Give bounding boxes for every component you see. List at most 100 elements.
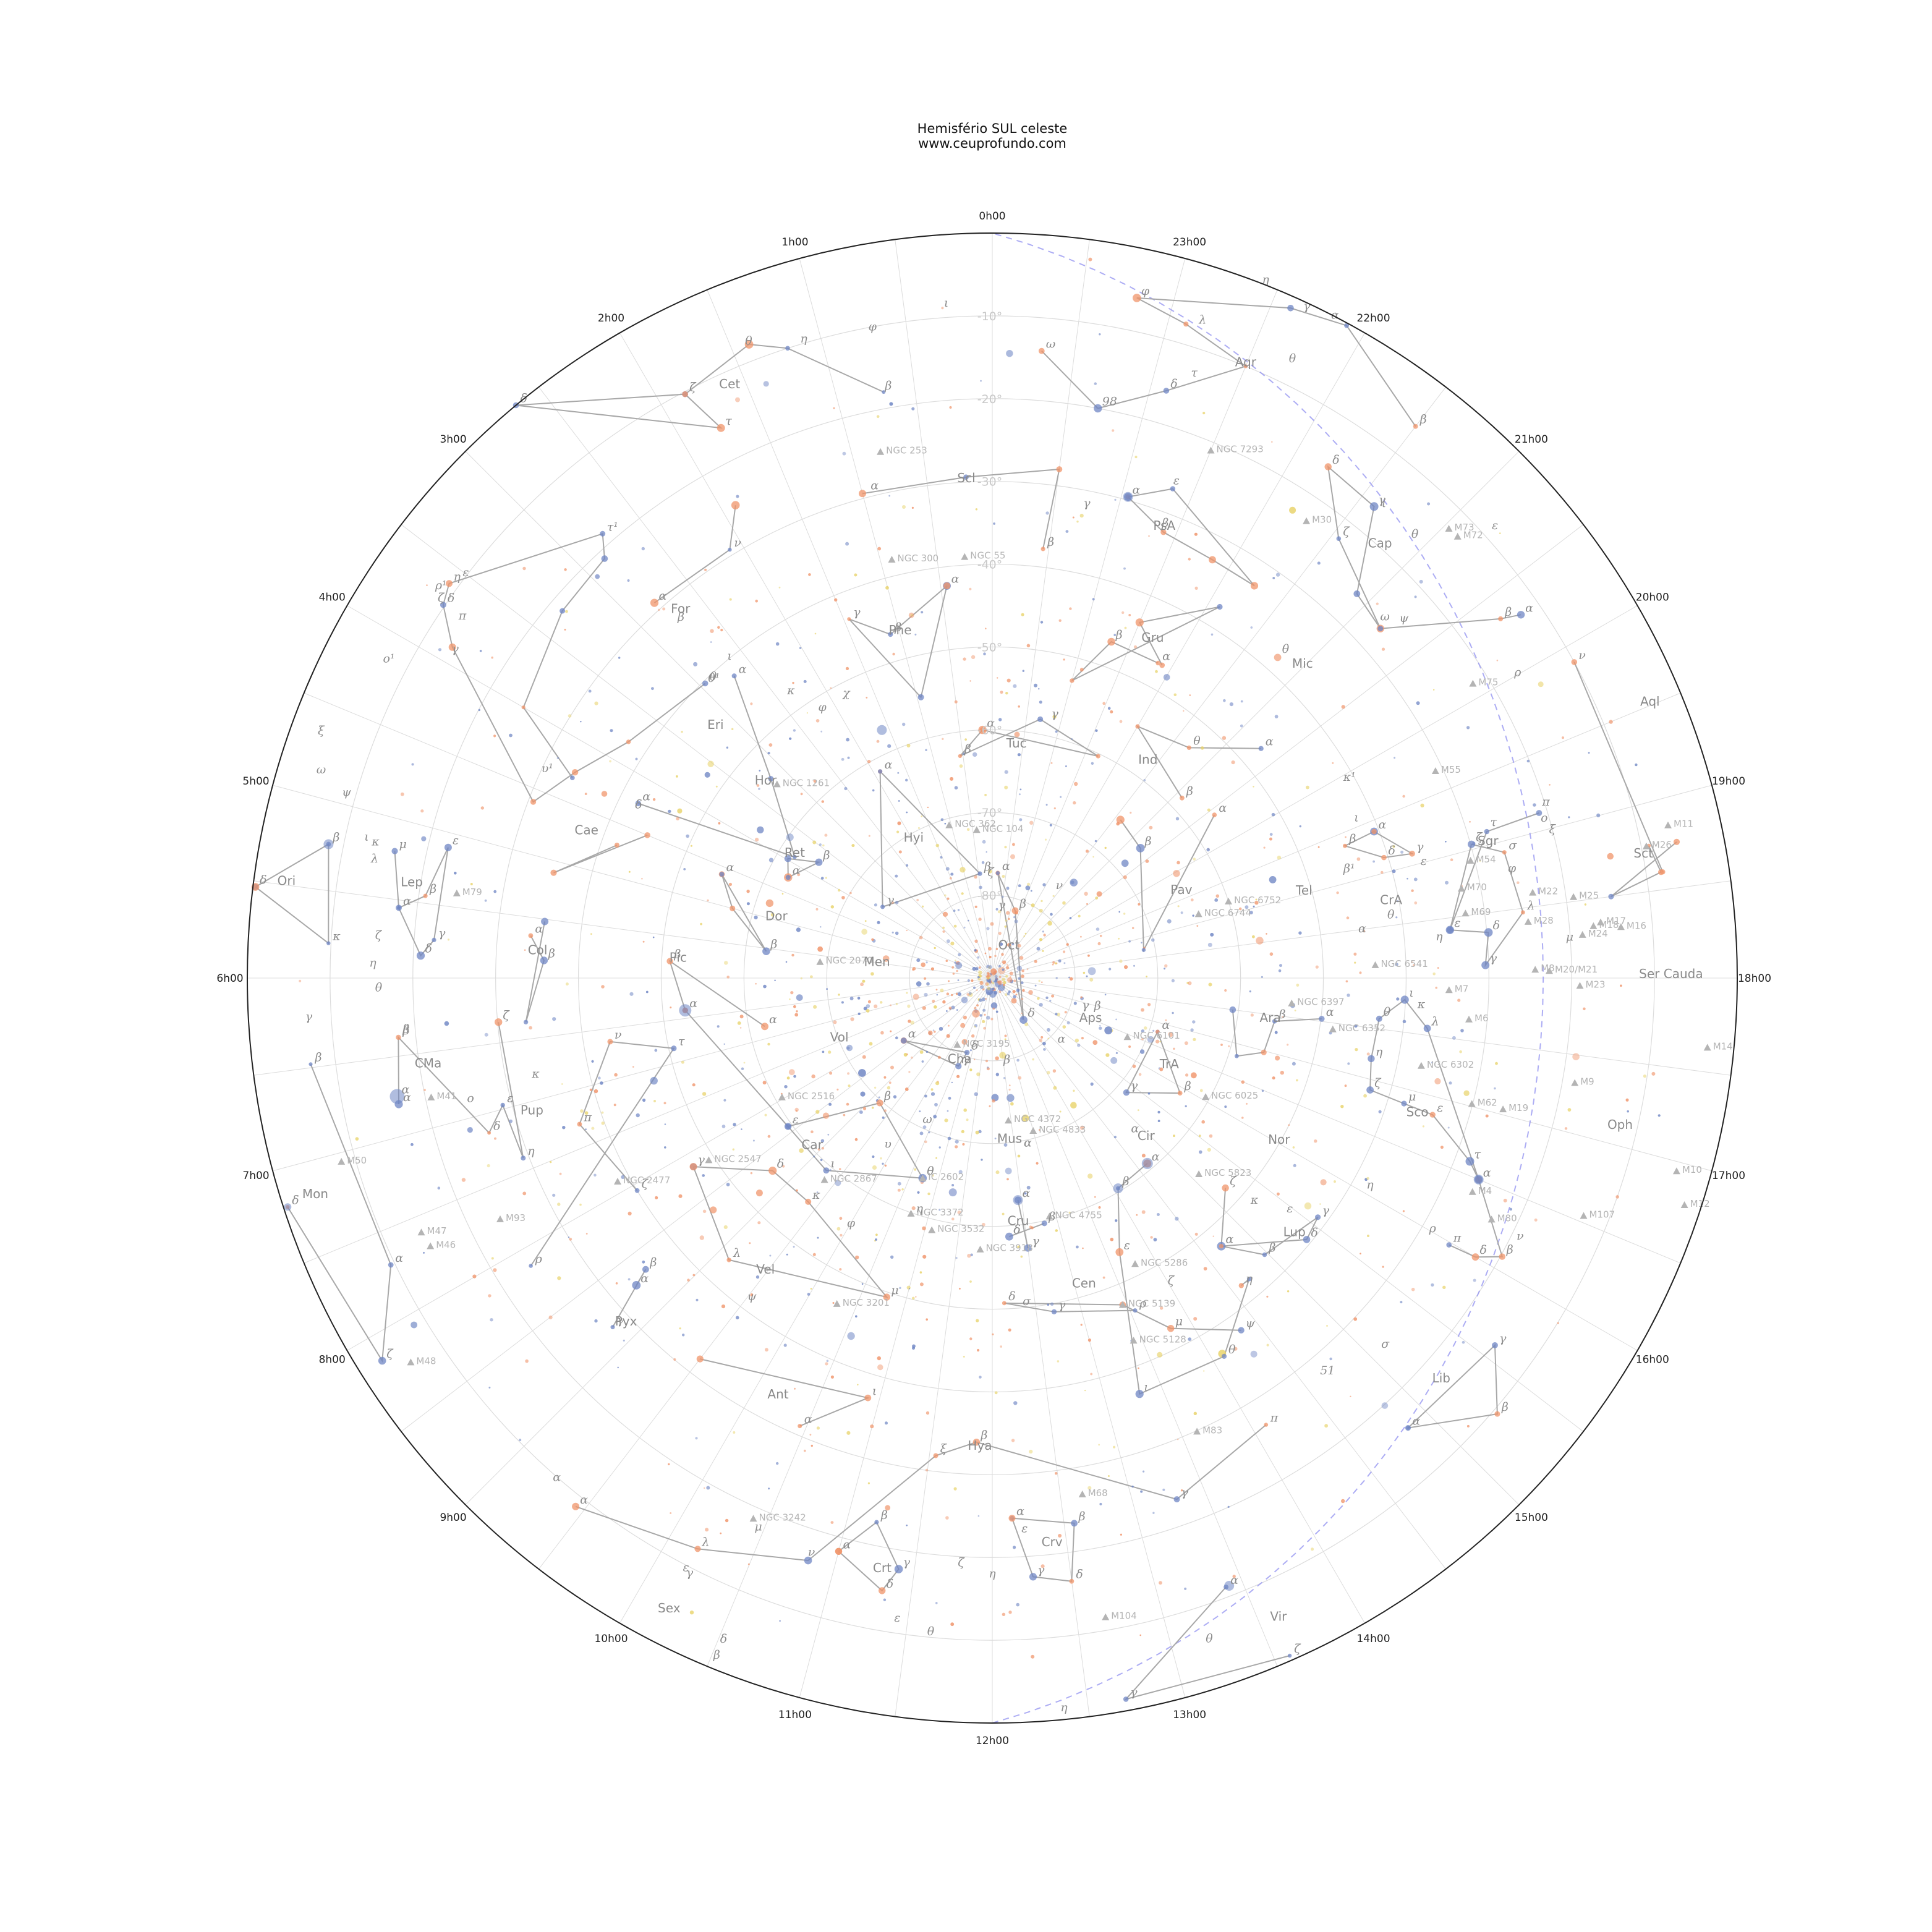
star	[1143, 779, 1146, 781]
star	[845, 542, 849, 546]
star	[927, 806, 929, 809]
star	[1068, 976, 1070, 979]
star	[979, 998, 982, 1002]
bright-star	[1608, 893, 1614, 900]
star	[953, 924, 957, 928]
star	[1006, 966, 1010, 969]
dso-label: NGC 2547	[714, 1153, 761, 1164]
star	[877, 1364, 883, 1371]
star	[677, 808, 683, 814]
bright-star	[600, 530, 606, 537]
dso-marker-icon	[1193, 1428, 1201, 1435]
dso-ngc-253: NGC 253	[877, 445, 927, 456]
bright-star	[1238, 1283, 1245, 1288]
star-designation: β	[429, 882, 436, 896]
bright-star	[1536, 810, 1543, 816]
star	[938, 1026, 943, 1031]
star	[1133, 645, 1138, 649]
star	[962, 1143, 965, 1146]
star	[1006, 992, 1010, 995]
star	[1400, 1301, 1403, 1304]
star-designation: δ	[1493, 919, 1500, 932]
star	[1088, 257, 1092, 262]
star	[561, 1083, 563, 1085]
dso-marker-icon	[1546, 967, 1553, 974]
dso-marker-icon	[1445, 525, 1453, 532]
star	[525, 1359, 529, 1363]
star	[1102, 1276, 1105, 1279]
star-designation: α	[1162, 650, 1170, 663]
star	[679, 1327, 681, 1330]
bright-star	[1353, 590, 1361, 597]
star	[874, 1086, 877, 1089]
bright-star	[878, 769, 883, 774]
star	[1013, 1401, 1018, 1405]
dso-m69: M69	[1462, 906, 1491, 917]
star	[866, 1009, 870, 1013]
star-designation: β	[1047, 535, 1054, 549]
star	[493, 1268, 497, 1272]
dso-marker-icon	[1371, 961, 1379, 968]
constellation-label: Aql	[1640, 694, 1660, 709]
star	[854, 1138, 858, 1141]
star	[757, 1221, 761, 1225]
star	[963, 1355, 965, 1358]
star-designation: α	[1266, 735, 1274, 749]
constellation-figure	[862, 468, 1060, 550]
star-designation: γ	[1037, 1563, 1045, 1577]
bright-star	[1366, 1086, 1374, 1094]
star	[1018, 884, 1021, 888]
star	[843, 1113, 846, 1117]
dso-ngc-3201: NGC 3201	[833, 1297, 890, 1308]
star	[1184, 1587, 1187, 1590]
star	[1329, 1357, 1332, 1361]
star	[1002, 1212, 1005, 1215]
bright-star	[917, 694, 924, 700]
star	[1173, 1047, 1175, 1050]
constellation-label: Oph	[1607, 1117, 1633, 1132]
star	[1115, 1219, 1118, 1222]
star-designation: η	[1436, 930, 1443, 943]
star	[1003, 1057, 1006, 1060]
star	[1263, 846, 1266, 849]
bright-star	[702, 680, 709, 687]
star	[822, 844, 825, 847]
star	[1023, 935, 1025, 937]
star	[628, 1211, 632, 1215]
star	[1293, 1164, 1296, 1167]
star	[1347, 1062, 1350, 1065]
star	[1110, 710, 1113, 713]
star	[726, 976, 730, 979]
bright-star	[529, 1264, 533, 1268]
star	[601, 1111, 604, 1114]
star	[1022, 670, 1025, 672]
star	[864, 920, 867, 922]
star	[966, 828, 970, 831]
star	[1184, 1041, 1188, 1045]
star-designation: α	[1024, 1136, 1032, 1150]
star	[1651, 1071, 1656, 1076]
star	[1054, 962, 1057, 964]
star	[1249, 911, 1253, 914]
star	[522, 1191, 527, 1196]
constellation-label: Oct	[998, 938, 1020, 953]
star	[1073, 1002, 1077, 1005]
bright-star	[528, 933, 534, 938]
coordinate-grid	[247, 233, 1737, 1723]
star	[946, 1010, 948, 1012]
dso-label: M70	[1467, 882, 1487, 893]
star	[838, 994, 840, 996]
declination-label: -30°	[977, 475, 1003, 489]
star	[1069, 607, 1072, 610]
ra-line	[465, 451, 993, 979]
star	[1627, 1110, 1629, 1113]
star-designation: ο¹	[383, 652, 395, 665]
star-designation: γ	[698, 1153, 705, 1167]
dso-ngc-4833: NGC 4833	[1029, 1124, 1086, 1135]
star	[932, 1000, 935, 1003]
bright-star	[1571, 659, 1578, 665]
star-designation: ε	[1124, 1238, 1130, 1252]
star-designation: ζ	[1343, 525, 1350, 538]
star	[860, 982, 864, 987]
star	[913, 994, 919, 1000]
